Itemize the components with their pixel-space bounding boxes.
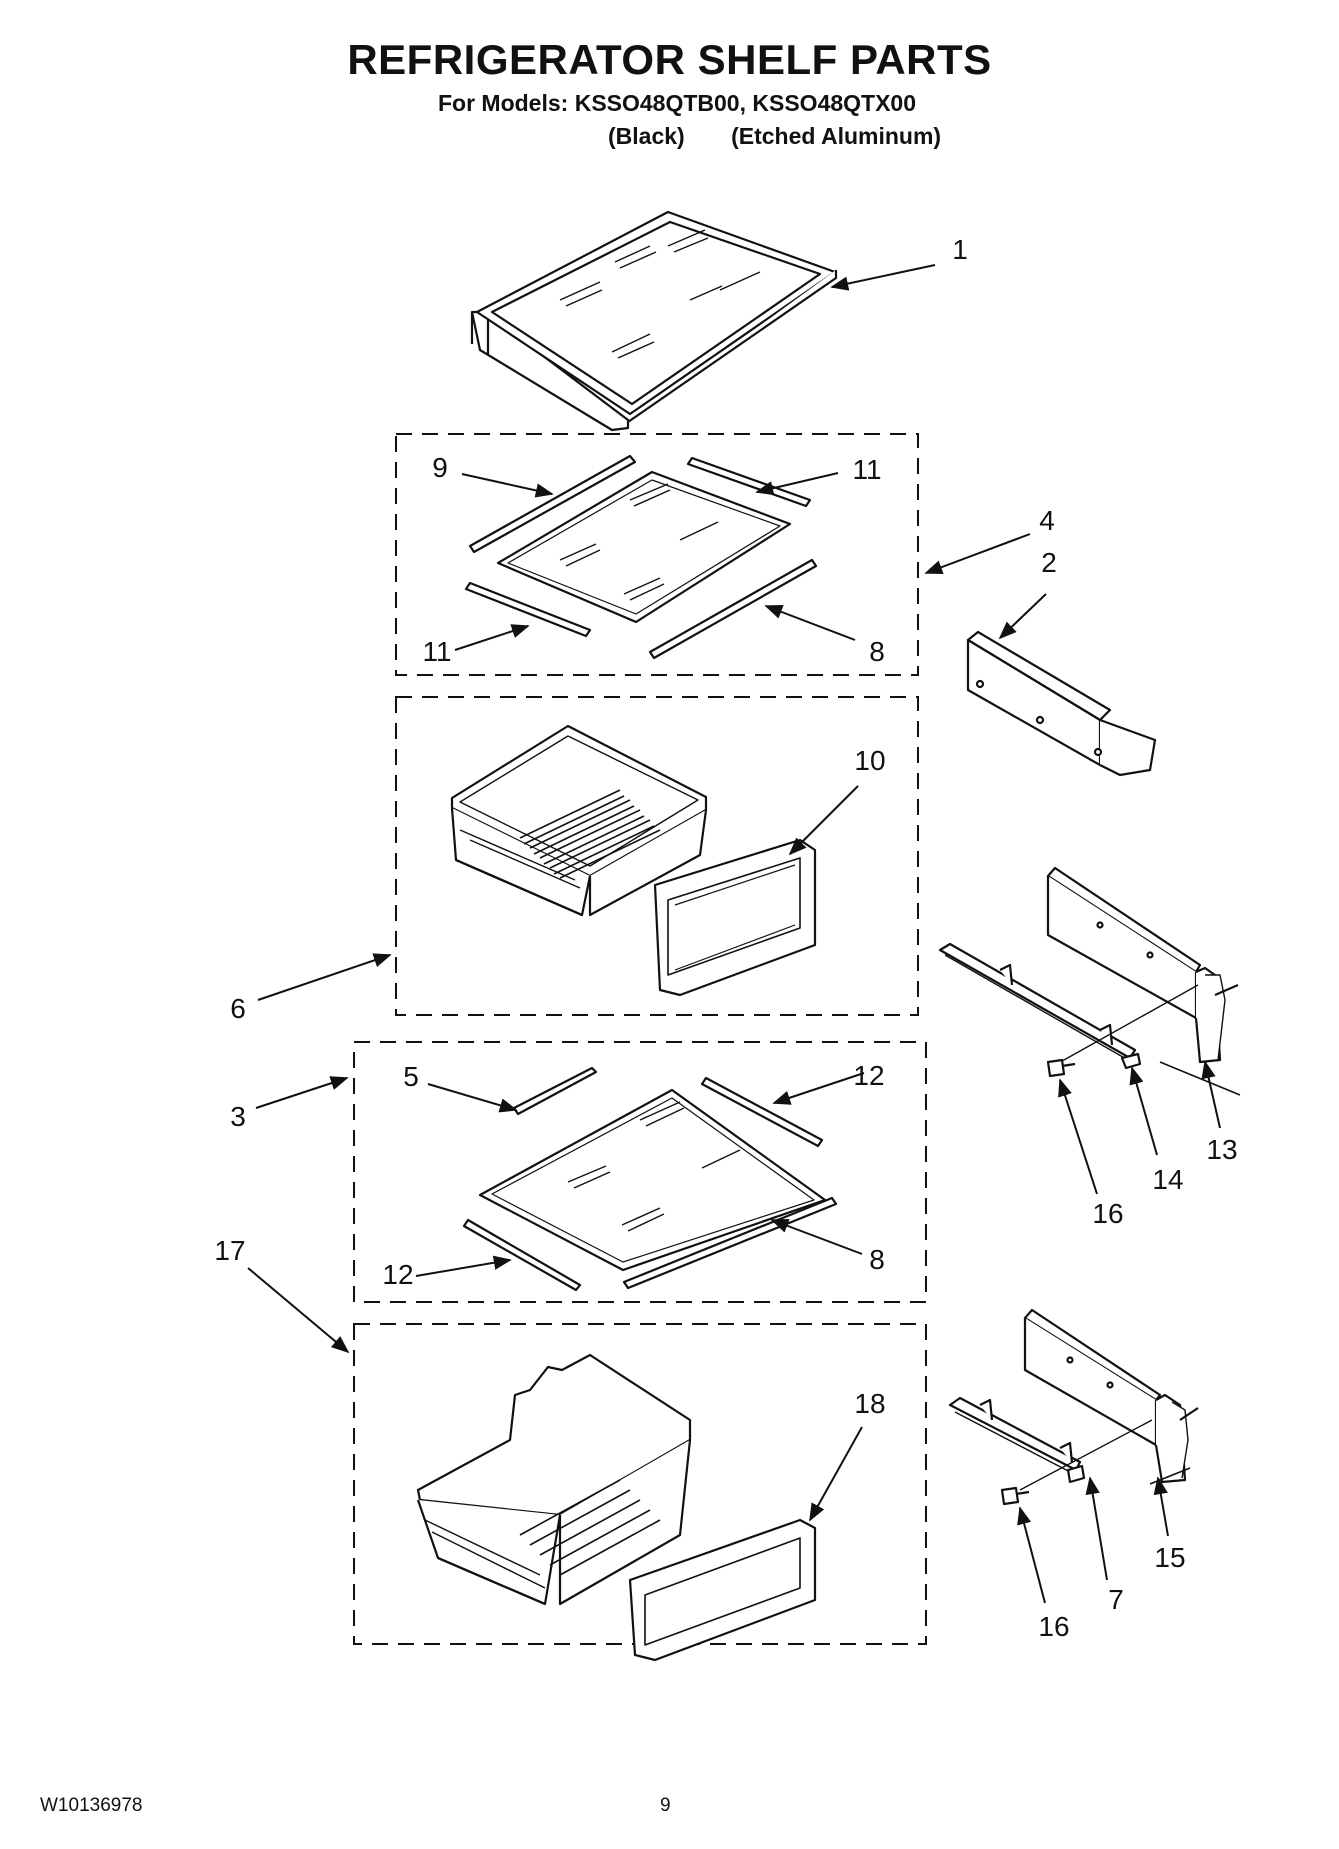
callout-15: 15 (1154, 1542, 1186, 1573)
page-number: 9 (660, 1795, 671, 1816)
leader-17 (247, 1267, 350, 1354)
leader-8-top (764, 605, 856, 641)
leader-15 (1153, 1476, 1169, 1537)
leader-13 (1201, 1060, 1221, 1129)
part-group-4-glass-shelf (464, 454, 818, 660)
leader-3 (255, 1076, 349, 1109)
callout-4: 4 (1039, 505, 1055, 536)
callout-16-upper: 16 (1092, 1198, 1124, 1229)
part-group-3-glass-shelf (462, 1066, 838, 1292)
callout-2: 2 (1041, 547, 1057, 578)
finish-black: (Black) (608, 123, 685, 149)
callout-18: 18 (854, 1388, 886, 1419)
leader-18 (809, 1426, 863, 1522)
callout-8-bottom: 8 (869, 1244, 885, 1275)
callout-1: 1 (952, 234, 968, 265)
callout-5: 5 (403, 1061, 419, 1092)
part-crisper-drawer (450, 724, 708, 917)
callout-14: 14 (1152, 1164, 1184, 1195)
callout-10: 10 (854, 745, 886, 776)
part-drawer-slide-lower (948, 1308, 1199, 1506)
leader-11-top (755, 472, 839, 496)
leader-5 (427, 1083, 518, 1113)
leader-4 (924, 533, 1031, 575)
leader-16-upper (1058, 1078, 1098, 1195)
leader-10 (788, 785, 859, 856)
callout-12-top: 12 (853, 1060, 885, 1091)
callout-8-top: 8 (869, 636, 885, 667)
finish-etched-aluminum: (Etched Aluminum) (731, 123, 942, 149)
leader-12-top (772, 1072, 865, 1105)
callout-6: 6 (230, 993, 246, 1024)
leader-7 (1085, 1476, 1108, 1581)
page-title: REFRIGERATOR SHELF PARTS (347, 36, 992, 83)
leader-2 (998, 593, 1047, 640)
leader-6 (257, 953, 392, 1001)
part-shelf-support (966, 630, 1157, 777)
leader-9 (461, 473, 554, 498)
group-box-4 (395, 433, 919, 676)
part-pan-drawer-front (628, 1518, 817, 1662)
group-box-3 (353, 1041, 927, 1303)
group-box-6 (395, 696, 919, 1016)
callout-13: 13 (1206, 1134, 1238, 1165)
leader-14 (1129, 1066, 1158, 1156)
document-number: W10136978 (40, 1795, 143, 1816)
callout-7: 7 (1108, 1584, 1124, 1615)
callout-12-bottom: 12 (382, 1259, 414, 1290)
leader-8-bottom (770, 1218, 863, 1255)
callout-9: 9 (432, 452, 448, 483)
part-screw-upper (1046, 1058, 1076, 1078)
model-list: For Models: KSSO48QTB00, KSSO48QTX00 (437, 90, 917, 116)
leader-11-bottom (454, 624, 530, 651)
callout-16-lower: 16 (1038, 1611, 1070, 1642)
callout-11-bottom: 11 (422, 636, 452, 667)
part-shelf-assembly (470, 210, 838, 432)
leader-16-lower (1017, 1506, 1046, 1604)
callout-11-top: 11 (852, 454, 882, 485)
callout-3: 3 (230, 1101, 246, 1132)
part-screw-lower (1000, 1486, 1030, 1506)
callout-17: 17 (214, 1235, 246, 1266)
part-drawer-slide-upper (938, 866, 1239, 1078)
finish-labels: (Black) (Etched Aluminum) (608, 123, 941, 150)
leader-1 (830, 264, 936, 291)
part-pan-drawer (416, 1353, 692, 1606)
leader-12-bottom (415, 1255, 512, 1277)
